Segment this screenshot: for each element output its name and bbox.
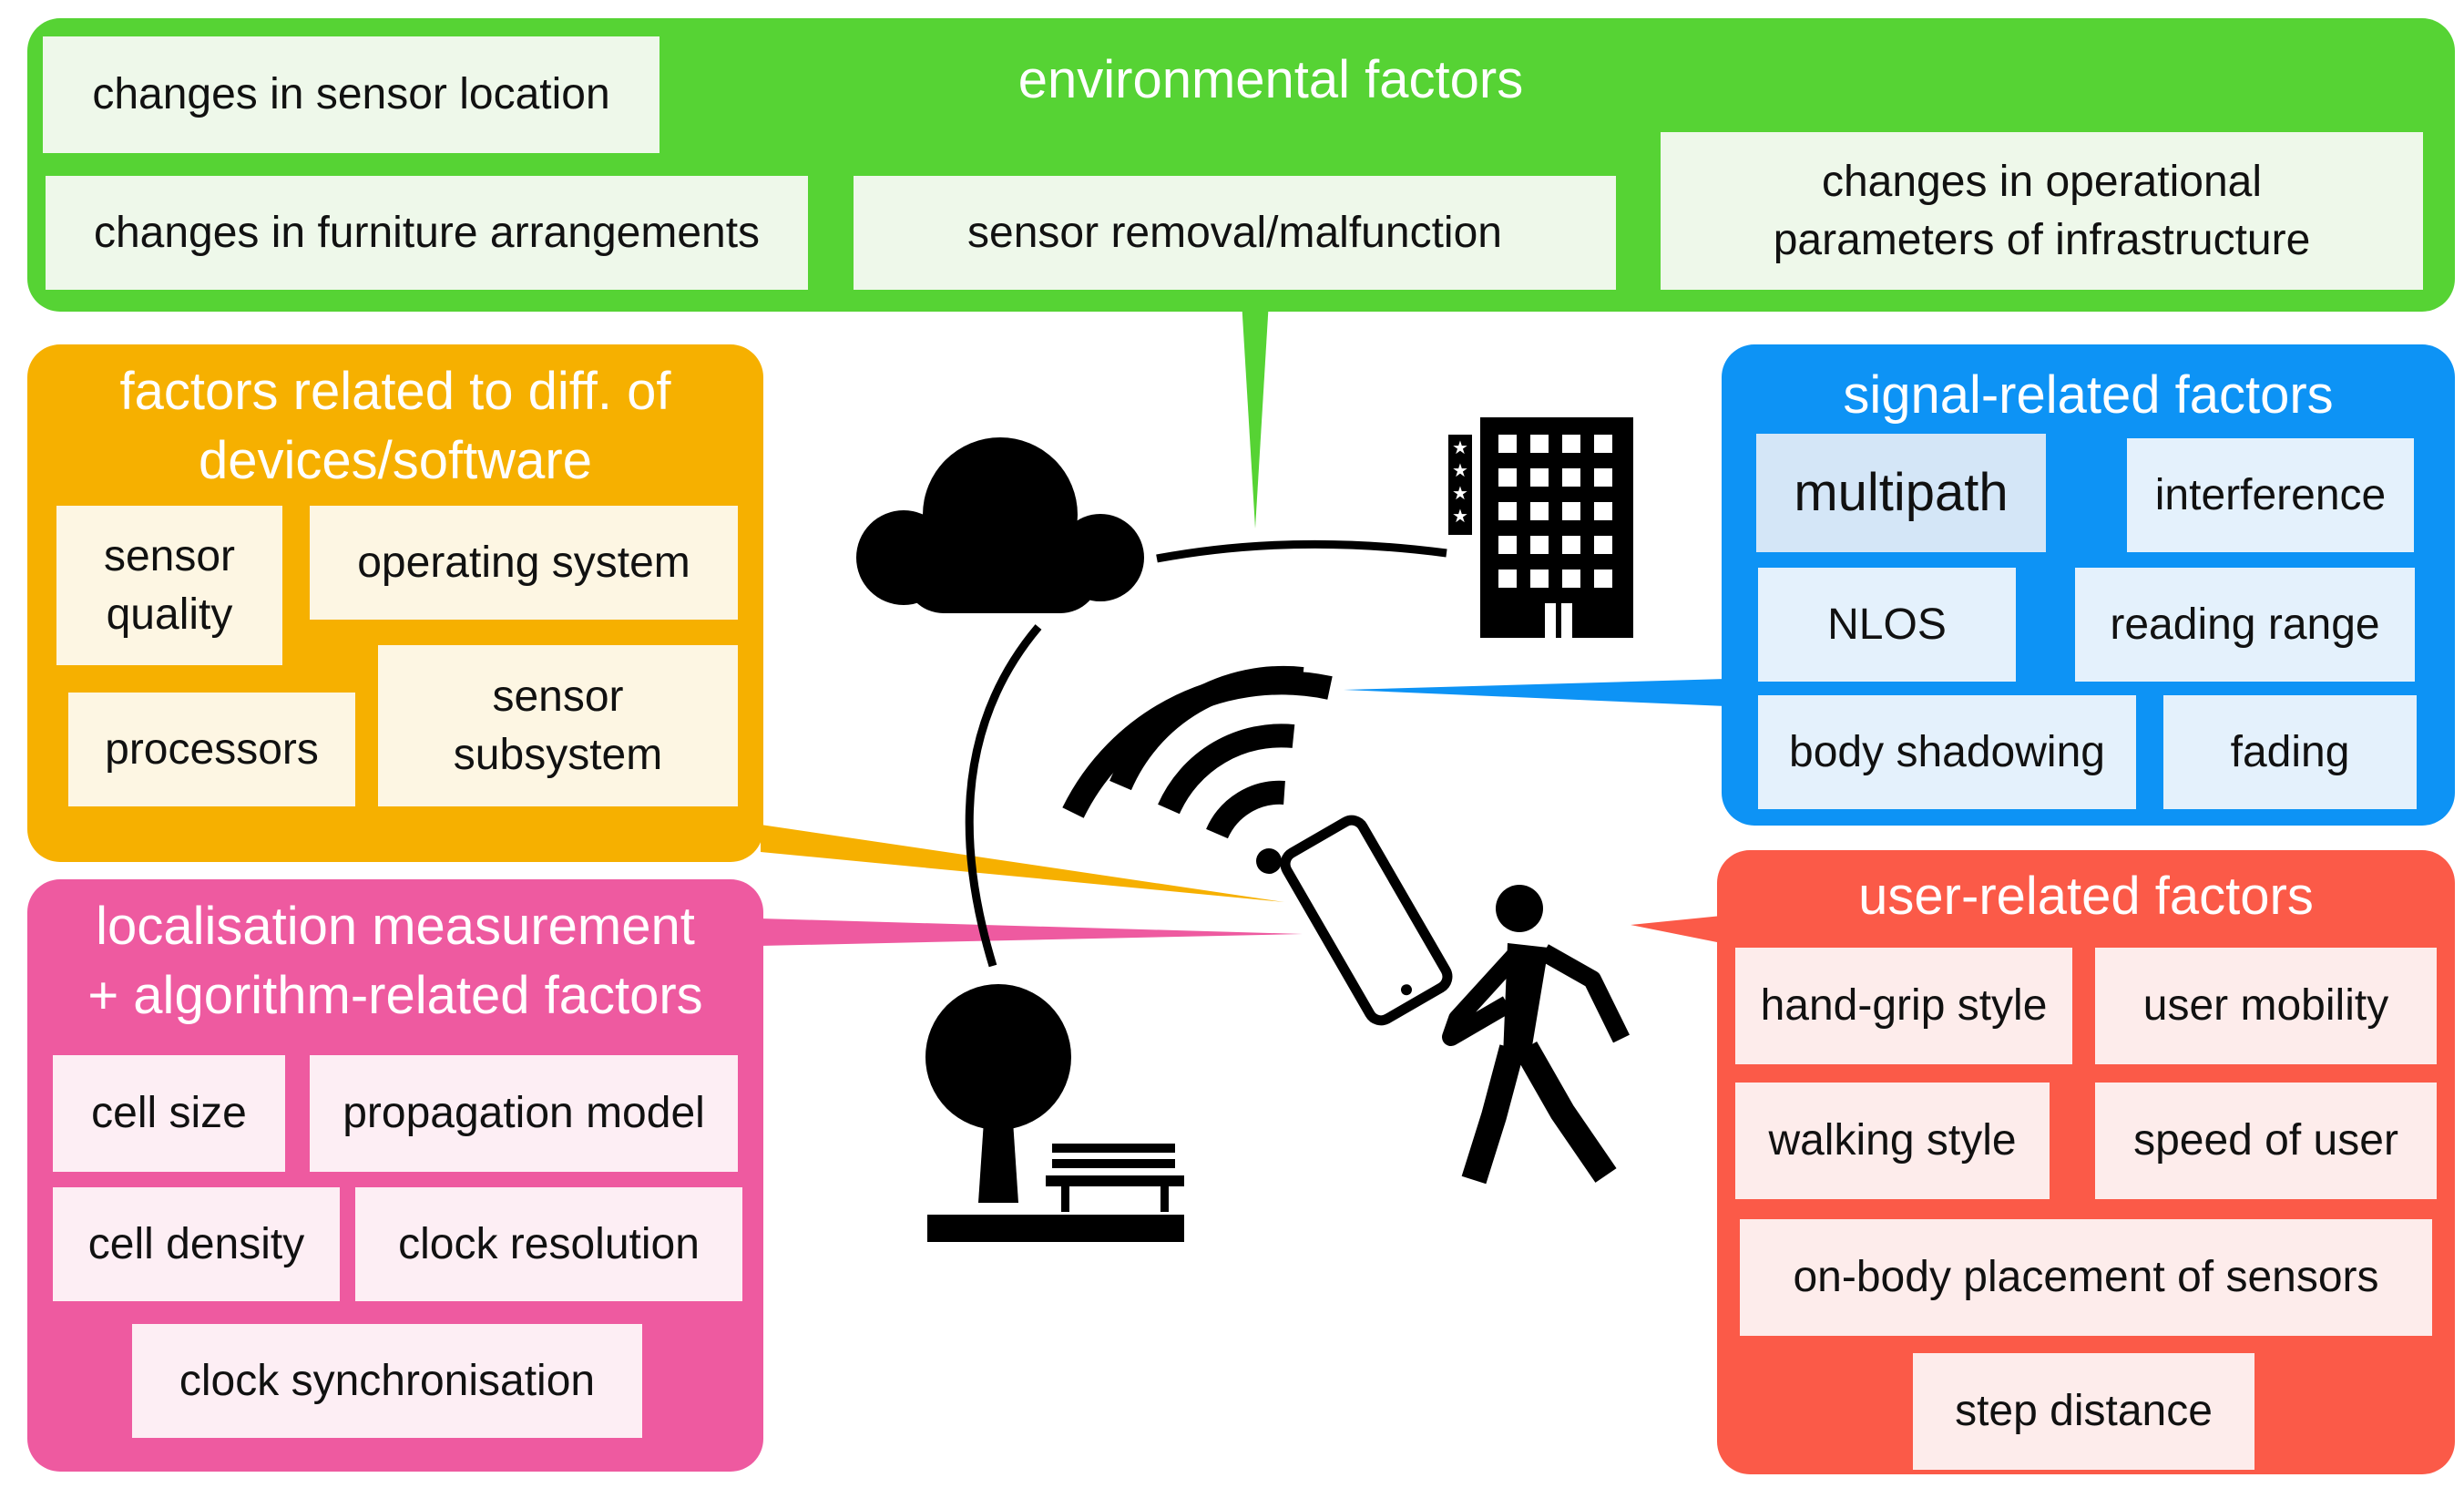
- walking-person-icon: [1442, 885, 1630, 1185]
- factor-body-shadowing: body shadowing: [1758, 695, 2136, 809]
- localisation-pointer: [761, 918, 1303, 946]
- environmental-factors-title: environmental factors: [1017, 50, 1524, 109]
- environmental-pointer: [1242, 301, 1269, 528]
- cloud-building-link: [1156, 539, 1447, 563]
- factor-operating-system: operating system: [310, 506, 738, 620]
- factor-walking-style: walking style: [1735, 1083, 2050, 1199]
- factor-fading: fading: [2163, 695, 2417, 809]
- factor-hand-grip-style: hand-grip style: [1735, 948, 2072, 1064]
- factor-nlos: NLOS: [1758, 568, 2016, 682]
- factor-reading-range: reading range: [2075, 568, 2415, 682]
- signal-related-panel: signal-related factors multipath interfe…: [1722, 344, 2455, 826]
- cloud-tree-link: [965, 624, 1042, 968]
- svg-text:★: ★: [1452, 484, 1468, 504]
- park-tree-bench-icon: [925, 984, 1184, 1242]
- devices-software-panel: factors related to diff. of devices/soft…: [27, 344, 763, 862]
- hotel-building-icon: ★ ★ ★ ★: [1448, 417, 1633, 638]
- svg-text:★: ★: [1452, 461, 1468, 481]
- factor-interference: interference: [2127, 438, 2414, 552]
- factor-changes-in-furniture-arrangements: changes in furniture arrangements: [46, 176, 808, 290]
- factor-user-mobility: user mobility: [2095, 948, 2437, 1064]
- factor-speed-of-user: speed of user: [2095, 1083, 2437, 1199]
- environmental-factors-panel: environmental factors changes in sensor …: [27, 18, 2455, 312]
- factor-clock-synchronisation: clock synchronisation: [132, 1324, 642, 1438]
- factor-changes-in-sensor-location: changes in sensor location: [43, 36, 659, 153]
- factor-sensor-subsystem: sensor subsystem: [378, 645, 738, 806]
- factor-clock-resolution: clock resolution: [355, 1187, 742, 1301]
- factor-propagation-model: propagation model: [310, 1055, 738, 1172]
- devices-software-title: factors related to diff. of devices/soft…: [119, 362, 671, 490]
- factor-on-body-placement-of-sensors: on-body placement of sensors: [1740, 1219, 2432, 1336]
- signal-related-title: signal-related factors: [1843, 365, 2334, 425]
- signal-pointer: [1344, 679, 1726, 706]
- svg-text:★: ★: [1452, 438, 1468, 458]
- smartphone-icon: [1280, 815, 1453, 1026]
- cloud-icon: [856, 437, 1144, 613]
- factor-sensor-removal-malfunction: sensor removal/malfunction: [854, 176, 1616, 290]
- factor-cell-size: cell size: [53, 1055, 285, 1172]
- svg-text:★: ★: [1452, 507, 1468, 527]
- localisation-algorithm-title: localisation measurement + algorithm-rel…: [87, 897, 703, 1025]
- user-pointer: [1631, 916, 1722, 943]
- user-related-title: user-related factors: [1858, 867, 2314, 926]
- factor-changes-in-operational-parameters: changes in operational parameters of inf…: [1661, 132, 2423, 290]
- user-related-panel: user-related factors hand-grip style use…: [1717, 850, 2455, 1474]
- factor-multipath: multipath: [1756, 434, 2046, 552]
- factor-processors: processors: [68, 693, 355, 806]
- localisation-algorithm-panel: localisation measurement + algorithm-rel…: [27, 879, 763, 1472]
- factor-sensor-quality: sensor quality: [56, 506, 282, 665]
- wifi-signal-icon: [1062, 665, 1333, 874]
- devices-pointer: [761, 825, 1284, 902]
- factor-cell-density: cell density: [53, 1187, 340, 1301]
- factor-step-distance: step distance: [1913, 1353, 2254, 1470]
